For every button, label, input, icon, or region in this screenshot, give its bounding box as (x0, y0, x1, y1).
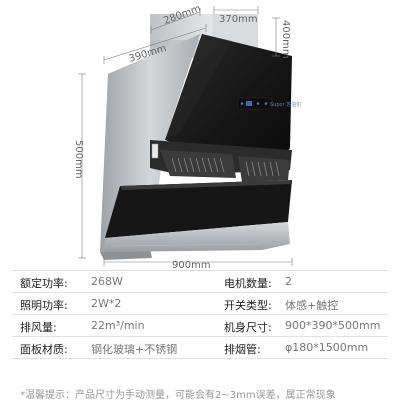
right-filter-grille (245, 161, 280, 177)
spec-label: 额定功率: (20, 277, 68, 290)
dimension-lines (78, 6, 293, 266)
spec-label: 排烟管: (224, 343, 261, 356)
spec-label: 机身尺寸: (224, 321, 272, 334)
spec-table: 额定功率: 268W 电机数量: 2 照明功率: 2W*2 开关类型: 体感+触… (12, 270, 388, 359)
power-indicator-icon (240, 102, 244, 105)
spec-row-airflow: 排风量: 22m³/min 机身尺寸: 900*390*500mm (12, 315, 388, 337)
spec-label: 照明功率: (20, 299, 68, 312)
spec-value: 2W*2 (91, 297, 122, 310)
product-dimension-drawing: Supor 苏泊尔 (73, 3, 301, 270)
spec-value: 22m³/min (91, 319, 145, 332)
spec-value: 2 (285, 275, 292, 288)
spec-row-lighting-power: 照明功率: 2W*2 开关类型: 体感+触控 (12, 293, 388, 315)
brand-logo: Supor 苏泊尔 (270, 101, 301, 108)
total-width-label: 900mm (172, 260, 211, 270)
control-display (237, 97, 273, 110)
total-height-label: 500mm (73, 140, 84, 179)
disclaimer-note: *温馨提示：产品尺寸为手动测量，可能会有2~3mm误差，属正常现象 (20, 390, 336, 401)
spec-label: 排风量: (20, 321, 57, 334)
lower-deflector-panel (105, 180, 292, 238)
spec-label: 面板材质: (20, 343, 68, 356)
left-filter-grille (171, 157, 225, 173)
spec-value: 900*390*500mm (285, 319, 381, 332)
glass-panel (165, 34, 292, 178)
base-tray (104, 222, 290, 252)
light-strip (151, 143, 159, 159)
spec-value: 钢化玻璃+不锈钢 (91, 343, 178, 356)
spec-value: 268W (91, 275, 123, 288)
spec-value: 体感+触控 (285, 299, 339, 312)
spec-row-rated-power: 额定功率: 268W 电机数量: 2 (12, 271, 388, 293)
spec-value: φ180*1500mm (285, 341, 369, 354)
spec-row-panel-material: 面板材质: 钢化玻璃+不锈钢 排烟管: φ180*1500mm (12, 337, 388, 359)
upper-height-label: 400mm (280, 20, 291, 59)
spec-label: 开关类型: (224, 299, 272, 312)
spec-label: 电机数量: (224, 277, 272, 290)
top-width-label: 370mm (219, 14, 258, 25)
